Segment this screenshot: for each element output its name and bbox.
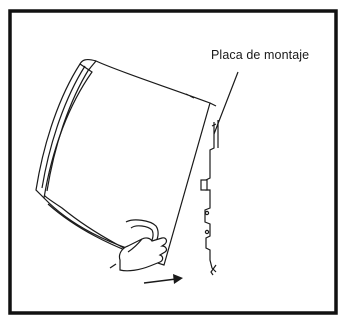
arrow-right-icon	[143, 274, 183, 284]
diagram-border	[8, 9, 338, 315]
mounting-plate-icon	[200, 120, 219, 276]
callout-leader-line	[213, 71, 239, 135]
callout-label: Placa de montaje	[211, 48, 310, 62]
indoor-unit-icon	[35, 58, 217, 266]
hand-icon	[109, 219, 168, 272]
